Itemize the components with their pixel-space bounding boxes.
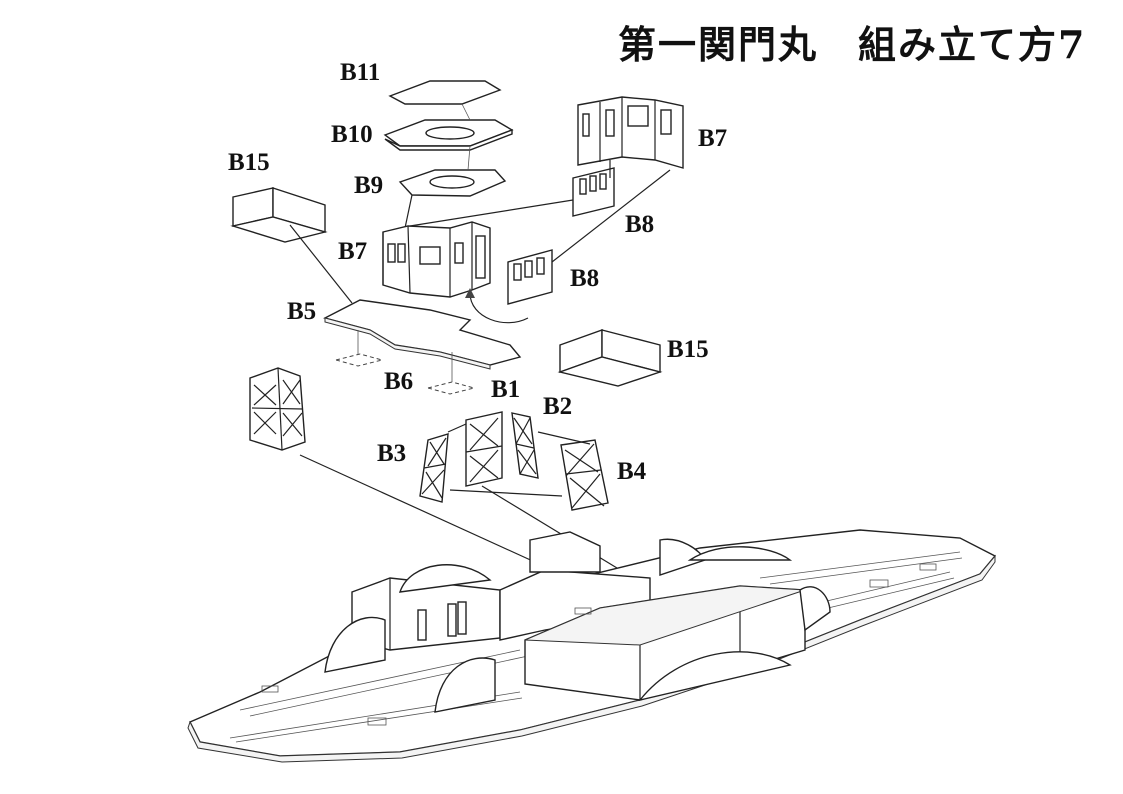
part-b7-left (382, 221, 491, 298)
part-b11 (388, 80, 502, 105)
part-b9 (398, 169, 507, 197)
label-b9: B9 (354, 172, 384, 199)
label-b8-upper: B8 (625, 211, 655, 238)
part-b15-right (557, 329, 663, 387)
label-b7-right: B7 (698, 125, 728, 152)
label-b15-left: B15 (228, 149, 270, 176)
label-b15-right: B15 (667, 336, 709, 363)
label-b8-lower: B8 (570, 265, 600, 292)
part-b3 (419, 433, 449, 503)
part-b1 (465, 411, 503, 487)
label-b5: B5 (287, 298, 317, 325)
label-b6: B6 (384, 368, 414, 395)
part-b2 (511, 412, 539, 479)
label-b3: B3 (377, 440, 407, 467)
part-b8-upper (572, 167, 615, 217)
label-b4: B4 (617, 458, 647, 485)
page-title: 第一関門丸 組み立て方7 (618, 22, 1087, 67)
label-b10: B10 (331, 121, 373, 148)
part-b7-right (577, 96, 684, 169)
part-b10 (383, 119, 514, 151)
part-tower-left (249, 367, 306, 451)
part-b15-left (230, 187, 328, 243)
label-b11: B11 (340, 59, 381, 86)
part-b4 (560, 439, 609, 511)
ship-hull (187, 529, 997, 763)
label-b7-left: B7 (338, 238, 368, 265)
part-b6 (334, 330, 476, 395)
part-b8-lower (507, 249, 553, 305)
part-b5 (323, 299, 522, 370)
label-b1: B1 (491, 376, 521, 403)
label-b2: B2 (543, 393, 573, 420)
